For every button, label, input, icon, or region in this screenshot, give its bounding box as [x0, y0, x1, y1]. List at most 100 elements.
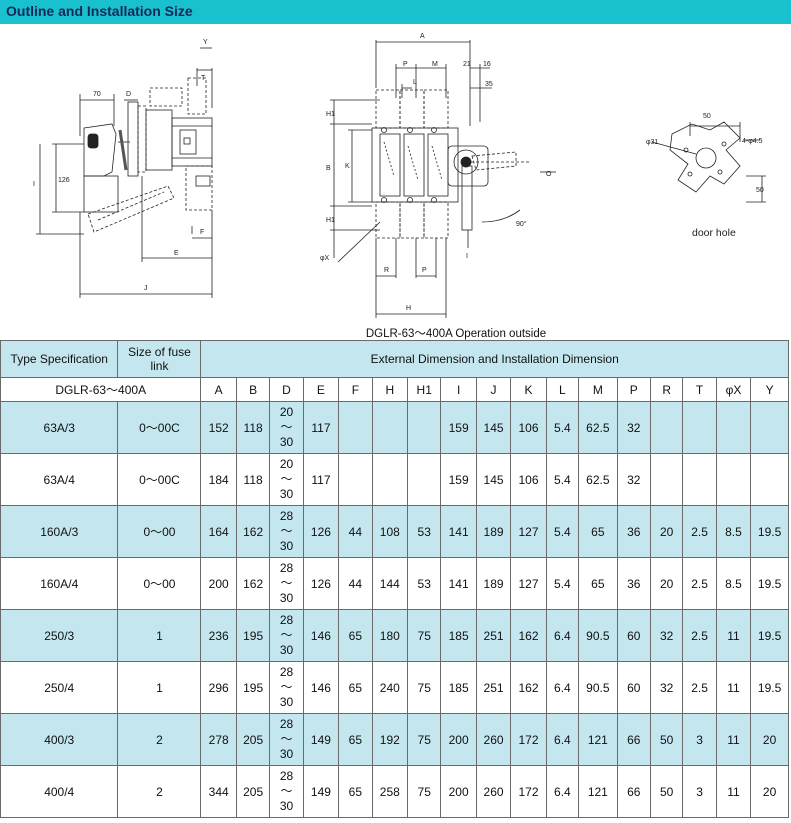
cell-f [338, 401, 373, 454]
dim-phi31-label: φ31 [646, 139, 658, 146]
cell-p: 60 [616, 661, 651, 714]
col-header: H [371, 377, 409, 402]
cell-j: 251 [475, 609, 512, 662]
cell-h1: 75 [406, 765, 442, 818]
dim-k-label: K [345, 163, 350, 170]
dim-h1-bottom-label: H1 [326, 217, 335, 224]
cell-h1 [406, 453, 442, 506]
cell-b: 205 [235, 713, 271, 766]
cell-j: 260 [475, 713, 512, 766]
cell-a: 200 [200, 557, 237, 610]
col-header: B [235, 377, 271, 402]
cell-j: 189 [475, 505, 512, 558]
cell-r: 50 [649, 713, 684, 766]
header-fuse-size: Size of fuse link [117, 340, 202, 378]
dim-e-label: E [174, 250, 179, 257]
cell-d-part: ～ [280, 732, 293, 746]
cell-h: 180 [371, 609, 409, 662]
cell-l: 5.4 [545, 401, 580, 454]
cell-h1: 53 [406, 505, 442, 558]
cell-d-part: ～ [280, 576, 293, 590]
cell-h [371, 453, 409, 506]
col-header: R [649, 377, 684, 402]
cell-x: 11 [715, 609, 752, 662]
cell-r: 20 [649, 505, 684, 558]
cell-h1 [406, 401, 442, 454]
dim-p-top-label: P [403, 61, 408, 68]
cell-m: 121 [578, 765, 618, 818]
cell-r: 32 [649, 609, 684, 662]
cell-h [371, 401, 409, 454]
cell-b: 205 [235, 765, 271, 818]
cell-a: 164 [200, 505, 237, 558]
cell-h: 192 [371, 713, 409, 766]
cell-i: 141 [440, 557, 477, 610]
cell-b: 118 [235, 453, 271, 506]
header-type-spec: Type Specification [0, 340, 119, 378]
cell-k: 106 [510, 453, 547, 506]
dim-90deg-label: 90° [516, 220, 527, 228]
cell-d-part: 28 [279, 717, 294, 731]
cell-p: 32 [616, 401, 651, 454]
cell-d-part: 30 [279, 695, 294, 709]
dim-21-label: 21 [463, 61, 471, 68]
cell-d-part: 28 [279, 769, 294, 783]
cell-d-part: ～ [280, 784, 293, 798]
cell-l: 5.4 [545, 453, 580, 506]
col-header: E [302, 377, 340, 402]
dim-h-label: H [406, 305, 411, 312]
cell-k: 127 [510, 557, 547, 610]
cell-p: 60 [616, 609, 651, 662]
cell-d-part: ～ [280, 628, 293, 642]
cell-h1: 53 [406, 557, 442, 610]
dim-i-front-label: I [466, 253, 468, 260]
cell-k: 127 [510, 505, 547, 558]
cell-a: 184 [200, 453, 237, 506]
cell-d-part: 28 [279, 613, 294, 627]
cell-l: 5.4 [545, 505, 580, 558]
col-header: J [475, 377, 512, 402]
cell-m: 90.5 [578, 661, 618, 714]
cell-h1: 75 [406, 713, 442, 766]
cell-d-part: 20 [279, 457, 294, 471]
cell-k: 172 [510, 765, 547, 818]
cell-d: 28～30 [269, 505, 304, 558]
col-header: K [510, 377, 547, 402]
cell-d-part: 28 [279, 665, 294, 679]
cell-d-part: ～ [280, 524, 293, 538]
table-subheader-row: DGLR-63～400A A B D E F H H1 I J K L M P … [0, 377, 789, 402]
cell-e: 149 [302, 713, 340, 766]
dim-y-label: Y [203, 39, 208, 46]
dim-50-side-label: 50 [756, 187, 764, 194]
cell-t: 2.5 [682, 661, 717, 714]
dim-35-label: 35 [485, 81, 493, 88]
cell-y: 20 [750, 713, 789, 766]
cell-y: 19.5 [750, 505, 789, 558]
cell-d: 28～30 [269, 609, 304, 662]
dim-126-label: 126 [58, 177, 70, 184]
cell-p: 32 [616, 453, 651, 506]
dim-t-label: T [201, 75, 206, 82]
cell-m: 62.5 [578, 401, 618, 454]
cell-i: 159 [440, 453, 477, 506]
cell-d-part: 28 [279, 561, 294, 575]
cell-d-part: 20 [279, 405, 294, 419]
cell-l: 6.4 [545, 609, 580, 662]
cell-h: 258 [371, 765, 409, 818]
cell-k: 172 [510, 713, 547, 766]
cell-k: 106 [510, 401, 547, 454]
cell-f: 65 [338, 713, 373, 766]
cell-y [750, 401, 789, 454]
dim-l-label: L [413, 79, 417, 86]
dim-m-label: M [432, 61, 438, 68]
dim-r-label: R [384, 267, 389, 274]
cell-fuse-size: 0～00 [117, 505, 202, 558]
dim-16-label: 16 [483, 61, 491, 68]
door-hole-view [651, 121, 766, 203]
cell-j: 145 [475, 453, 512, 506]
dim-i-side-label: I [33, 181, 35, 188]
cell-x [715, 401, 752, 454]
col-header: T [682, 377, 717, 402]
